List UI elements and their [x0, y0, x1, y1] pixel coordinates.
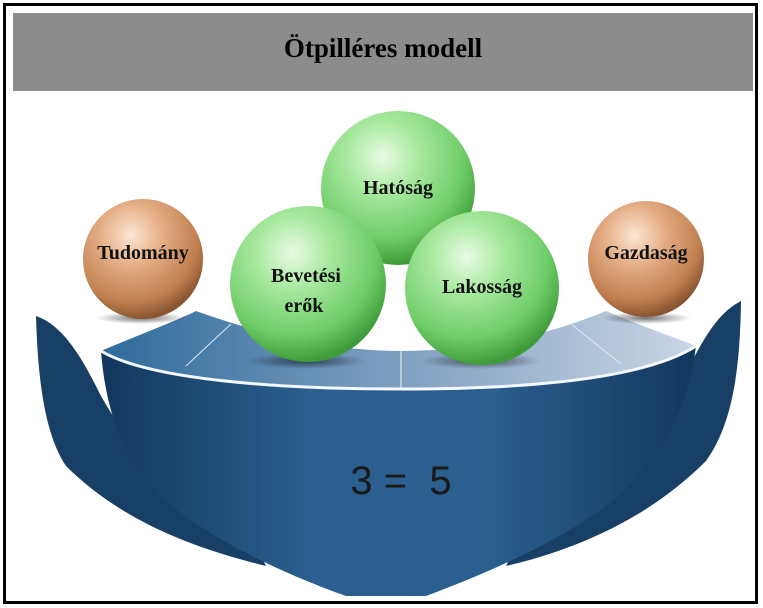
bowl-body [101, 346, 696, 596]
label-hatosag: Hatóság [363, 177, 433, 199]
diagram-frame: Ötpilléres modell [3, 3, 758, 604]
ball-tudomany [83, 199, 203, 319]
bowl-right-wing [506, 301, 741, 566]
label-tudomany: Tudomány [97, 242, 189, 264]
diagram-scene: Tudomány Gazdaság Hatóság Bevetési erők … [36, 111, 741, 596]
label-lakossag: Lakosság [442, 276, 522, 298]
ball-lakossag [405, 211, 559, 365]
diagram-title: Ötpilléres modell [283, 33, 483, 63]
label-bevetesi-line1: Bevetési [271, 265, 341, 287]
label-gazdasag: Gazdaság [604, 242, 687, 264]
ball-gazdasag [588, 201, 704, 317]
label-bevetesi-line2: erők [285, 295, 325, 317]
equation-text: 3 = 5 [350, 459, 451, 503]
title-bar: Ötpilléres modell [13, 13, 753, 91]
ball-bevetesi [230, 206, 386, 362]
